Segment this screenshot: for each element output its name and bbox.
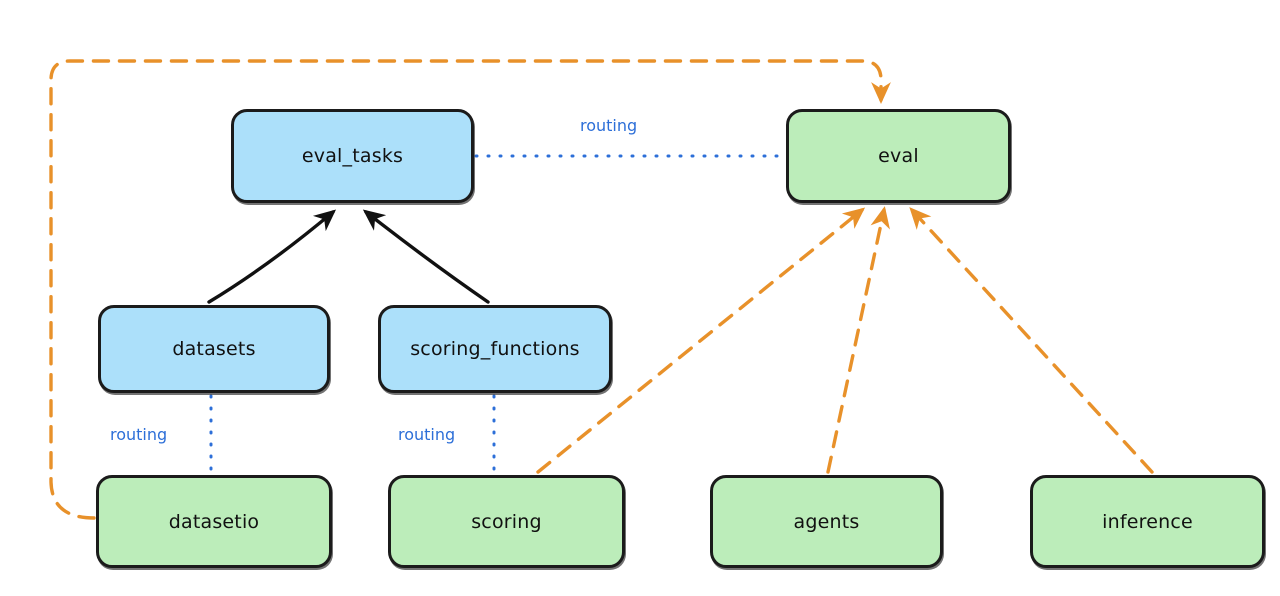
node-datasetio[interactable]: datasetio bbox=[96, 475, 332, 568]
node-label-scoring-functions: scoring_functions bbox=[410, 338, 580, 360]
edge-scoring-to-eval bbox=[536, 207, 866, 474]
node-label-scoring: scoring bbox=[471, 510, 542, 533]
node-label-eval: eval bbox=[878, 145, 919, 167]
edge-scoring-functions-to-eval-tasks bbox=[362, 209, 490, 304]
node-scoring-functions[interactable]: scoring_functions bbox=[378, 305, 612, 393]
node-label-datasets: datasets bbox=[172, 338, 256, 360]
edge-inference-to-eval bbox=[909, 207, 1154, 474]
node-inference[interactable]: inference bbox=[1030, 475, 1265, 568]
node-eval-tasks[interactable]: eval_tasks bbox=[231, 109, 474, 203]
node-datasets[interactable]: datasets bbox=[98, 305, 330, 393]
edge-label-routing-scoring-functions-scoring: routing bbox=[398, 425, 456, 444]
node-agents[interactable]: agents bbox=[710, 475, 943, 568]
node-eval[interactable]: eval bbox=[786, 109, 1011, 203]
edge-label-routing-datasets-datasetio: routing bbox=[110, 425, 168, 444]
node-label-inference: inference bbox=[1102, 510, 1193, 533]
edge-label-routing-eval-tasks-eval: routing bbox=[580, 116, 638, 135]
edge-agents-to-eval bbox=[826, 206, 890, 474]
node-label-agents: agents bbox=[793, 510, 860, 533]
node-label-datasetio: datasetio bbox=[168, 510, 260, 533]
edge-datasetio-to-eval bbox=[49, 59, 891, 520]
edge-datasets-to-eval-tasks bbox=[207, 209, 337, 304]
node-label-eval-tasks: eval_tasks bbox=[301, 145, 404, 167]
node-scoring[interactable]: scoring bbox=[388, 475, 625, 568]
